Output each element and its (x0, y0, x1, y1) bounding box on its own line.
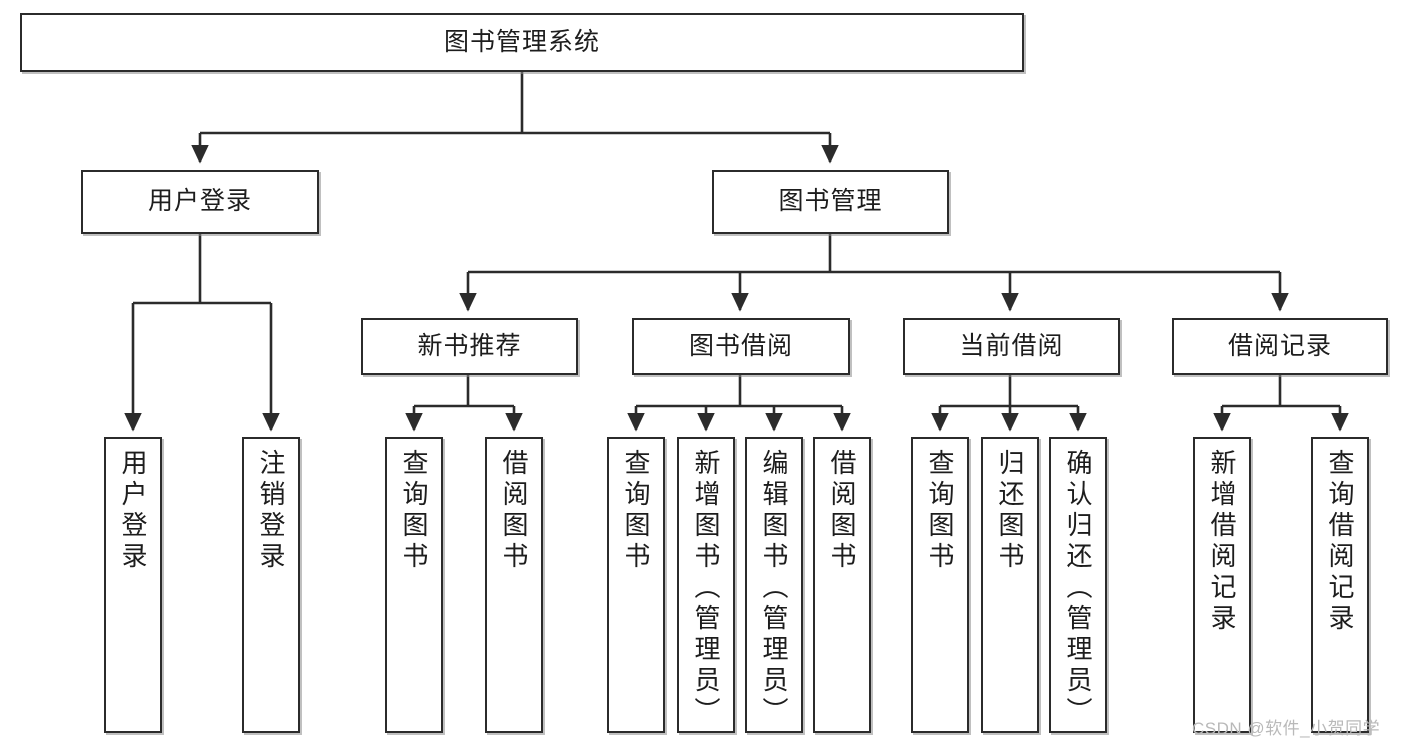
node-book-borrow[interactable]: 图书借阅 (632, 318, 850, 375)
node-leaf-query-book-3[interactable]: 查询图书 (911, 437, 969, 733)
node-leaf-logout[interactable]: 注销登录 (242, 437, 300, 733)
node-label: 借阅记录 (1227, 331, 1332, 360)
node-book-manage[interactable]: 图书管理 (712, 170, 949, 234)
node-label: 图书借阅 (688, 331, 793, 360)
node-leaf-borrow-book-2[interactable]: 借阅图书 (813, 437, 871, 733)
node-label: 注销登录 (256, 449, 286, 573)
node-leaf-query-book-1[interactable]: 查询图书 (385, 437, 443, 733)
node-label: 查询图书 (925, 449, 955, 573)
node-leaf-add-record[interactable]: 新增借阅记录 (1193, 437, 1251, 733)
node-label: 归还图书 (995, 449, 1025, 573)
node-label: 确认归还（管理员） (1063, 449, 1093, 728)
node-label: 图书管理系统 (443, 27, 600, 56)
node-leaf-confirm-return[interactable]: 确认归还（管理员） (1049, 437, 1107, 733)
node-label: 借阅图书 (499, 449, 529, 573)
node-leaf-query-book-2[interactable]: 查询图书 (607, 437, 665, 733)
node-label: 新增图书（管理员） (691, 449, 721, 728)
node-label: 新增借阅记录 (1207, 449, 1237, 635)
node-label: 当前借阅 (959, 331, 1064, 360)
node-root-system[interactable]: 图书管理系统 (20, 13, 1024, 72)
node-label: 查询图书 (399, 449, 429, 573)
node-leaf-edit-book[interactable]: 编辑图书（管理员） (745, 437, 803, 733)
node-new-book-rec[interactable]: 新书推荐 (361, 318, 578, 375)
node-leaf-add-book[interactable]: 新增图书（管理员） (677, 437, 735, 733)
node-leaf-query-record[interactable]: 查询借阅记录 (1311, 437, 1369, 733)
node-label: 用户登录 (147, 187, 252, 216)
node-label: 图书管理 (778, 187, 883, 216)
node-user-login[interactable]: 用户登录 (81, 170, 319, 234)
node-label: 用户登录 (118, 449, 148, 573)
node-label: 查询图书 (621, 449, 651, 573)
node-leaf-return-book[interactable]: 归还图书 (981, 437, 1039, 733)
node-label: 借阅图书 (827, 449, 857, 573)
node-label: 新书推荐 (417, 331, 522, 360)
node-label: 查询借阅记录 (1325, 449, 1355, 635)
node-leaf-user-login[interactable]: 用户登录 (104, 437, 162, 733)
node-label: 编辑图书（管理员） (759, 449, 789, 728)
node-borrow-record[interactable]: 借阅记录 (1172, 318, 1388, 375)
node-current-borrow[interactable]: 当前借阅 (903, 318, 1120, 375)
node-leaf-borrow-book-1[interactable]: 借阅图书 (485, 437, 543, 733)
